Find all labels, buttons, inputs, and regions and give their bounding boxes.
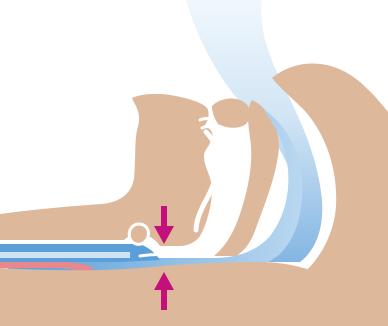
lip-upper (212, 99, 250, 128)
uvula (129, 224, 148, 244)
lower-airway-light (0, 252, 130, 258)
